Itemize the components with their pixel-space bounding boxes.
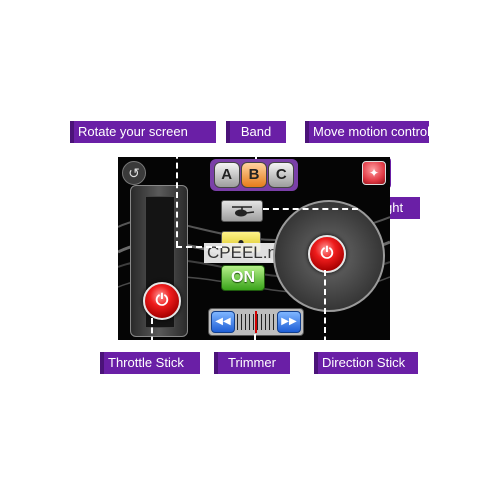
leader-motion: [374, 143, 376, 157]
band-b-button[interactable]: B: [240, 162, 267, 188]
band-c-button[interactable]: C: [268, 162, 295, 188]
leader-direction: [324, 270, 326, 352]
leader-trimmer: [254, 334, 256, 352]
leader-rotate-h: [176, 246, 222, 248]
leader-light: [263, 208, 358, 210]
trimmer-control[interactable]: ◀◀ ▶▶: [208, 308, 304, 336]
trimmer-center-mark: [255, 311, 257, 333]
throttle-knob[interactable]: ⏻: [143, 282, 181, 320]
callout-move-motion-control: Move motion control: [305, 121, 429, 143]
leader-rotate-v: [176, 143, 178, 247]
camera-icon: ●: [237, 235, 245, 249]
leader-band: [255, 143, 257, 159]
rewind-icon[interactable]: ◀◀: [211, 311, 235, 333]
light-button[interactable]: [221, 200, 263, 222]
watermark: CPEEL.net: [204, 243, 295, 263]
band-selector: A B C: [210, 159, 298, 191]
callout-direction-stick: Direction Stick: [314, 352, 418, 374]
callout-rotate-screen: Rotate your screen: [70, 121, 216, 143]
helicopter-icon: [232, 206, 255, 217]
motion-icon[interactable]: ✦: [362, 161, 386, 185]
band-a-button[interactable]: A: [213, 162, 240, 188]
throttle-stick-track[interactable]: [130, 185, 188, 337]
power-icon: ⏻: [320, 245, 334, 262]
direction-knob[interactable]: ⏻: [308, 235, 346, 273]
callout-band: Band: [226, 121, 286, 143]
fast-forward-icon[interactable]: ▶▶: [277, 311, 301, 333]
power-icon: ⏻: [155, 292, 169, 309]
callout-throttle-stick: Throttle Stick: [100, 352, 200, 374]
power-on-button[interactable]: ON: [221, 265, 265, 291]
rotate-icon[interactable]: ↺: [122, 161, 146, 185]
leader-throttle: [151, 318, 153, 352]
callout-trimmer: Trimmer: [214, 352, 290, 374]
rc-controller-screen: ↺ ⏻ A B C ● CPEEL.net ON ◀◀ ▶▶ ⏻ ✦: [118, 157, 390, 340]
